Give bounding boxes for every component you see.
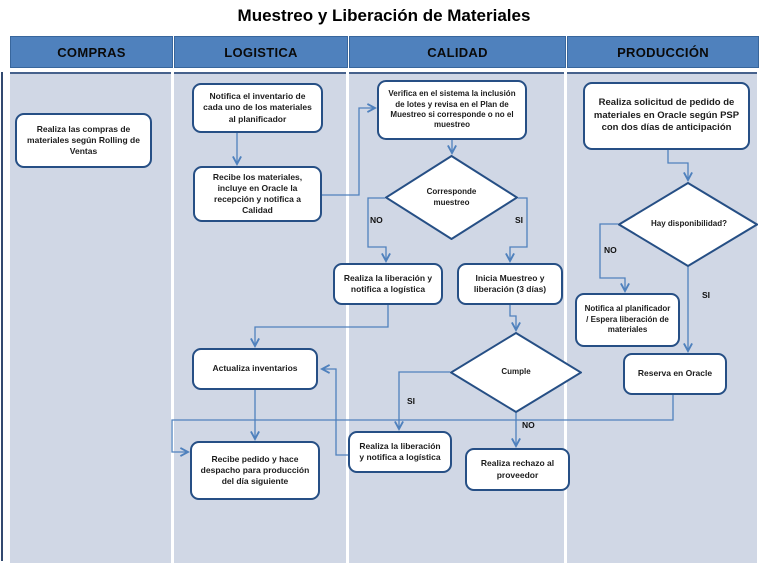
lane-header-produccion: PRODUCCIÓN: [567, 36, 759, 68]
diamond-shape: [385, 155, 518, 240]
lane-header-compras: COMPRAS: [10, 36, 173, 68]
process-reserva-oracle: Reserva en Oracle: [623, 353, 727, 395]
diagram-title: Muestreo y Liberación de Materiales: [237, 6, 531, 25]
diamond-shape: [618, 182, 758, 267]
edge-liberacion2-to-actualiza: [320, 364, 348, 456]
lane-header-calidad: CALIDAD: [349, 36, 566, 68]
edge-disponibilidad-no: [599, 223, 630, 293]
decision-cumple: Cumple: [450, 332, 582, 413]
process-notifica-inventario: Notifica el inventario de cada uno de lo…: [192, 83, 323, 133]
process-solicitud-pedido: Realiza solicitud de pedido de materiale…: [583, 82, 750, 150]
lane-header-logistica: LOGISTICA: [174, 36, 348, 68]
edge-corresponde-no: [367, 197, 391, 263]
process-recibe-materiales: Recibe los materiales, incluye en Oracle…: [193, 166, 322, 222]
process-notifica-planificador: Notifica al planificador / Espera libera…: [575, 293, 680, 347]
process-rechazo-proveedor: Realiza rechazo al proveedor: [465, 448, 570, 491]
label-disponibilidad-si: SI: [702, 290, 711, 300]
edge-recibe-to-verifica: [322, 103, 377, 196]
label-disponibilidad-no: NO: [604, 245, 617, 255]
process-compras-rolling: Realiza las compras de materiales según …: [15, 113, 152, 168]
decision-corresponde-muestreo: Corresponde muestreo: [385, 155, 518, 240]
process-actualiza-inventarios: Actualiza inventarios: [192, 348, 318, 390]
diamond-shape: [450, 332, 582, 413]
process-verifica-sistema: Verifica en el sistema la inclusión de l…: [377, 80, 527, 140]
label-corresponde-si: SI: [515, 215, 524, 225]
label-cumple-no: NO: [522, 420, 535, 430]
edge-reserva-to-recibe-pedido: [171, 395, 674, 457]
edge-corresponde-si: [505, 197, 528, 263]
edge-cumple-si: [394, 371, 450, 431]
edge-liberacion1-to-actualiza: [250, 305, 389, 348]
process-recibe-pedido: Recibe pedido y hace despacho para produ…: [190, 441, 320, 500]
frame-left-border: [1, 72, 3, 561]
process-liberacion-logistica-2: Realiza la liberación y notifica a logís…: [348, 431, 452, 473]
process-inicia-muestreo: Inicia Muestreo y liberación (3 días): [457, 263, 563, 305]
edge-solicitud-to-disponibilidad: [667, 150, 693, 182]
label-corresponde-no: NO: [370, 215, 383, 225]
decision-hay-disponibilidad: Hay disponibilidad?: [618, 182, 758, 267]
process-liberacion-logistica-1: Realiza la liberación y notifica a logís…: [333, 263, 443, 305]
edge-inicia-to-cumple: [509, 305, 521, 332]
label-cumple-si: SI: [407, 396, 416, 406]
